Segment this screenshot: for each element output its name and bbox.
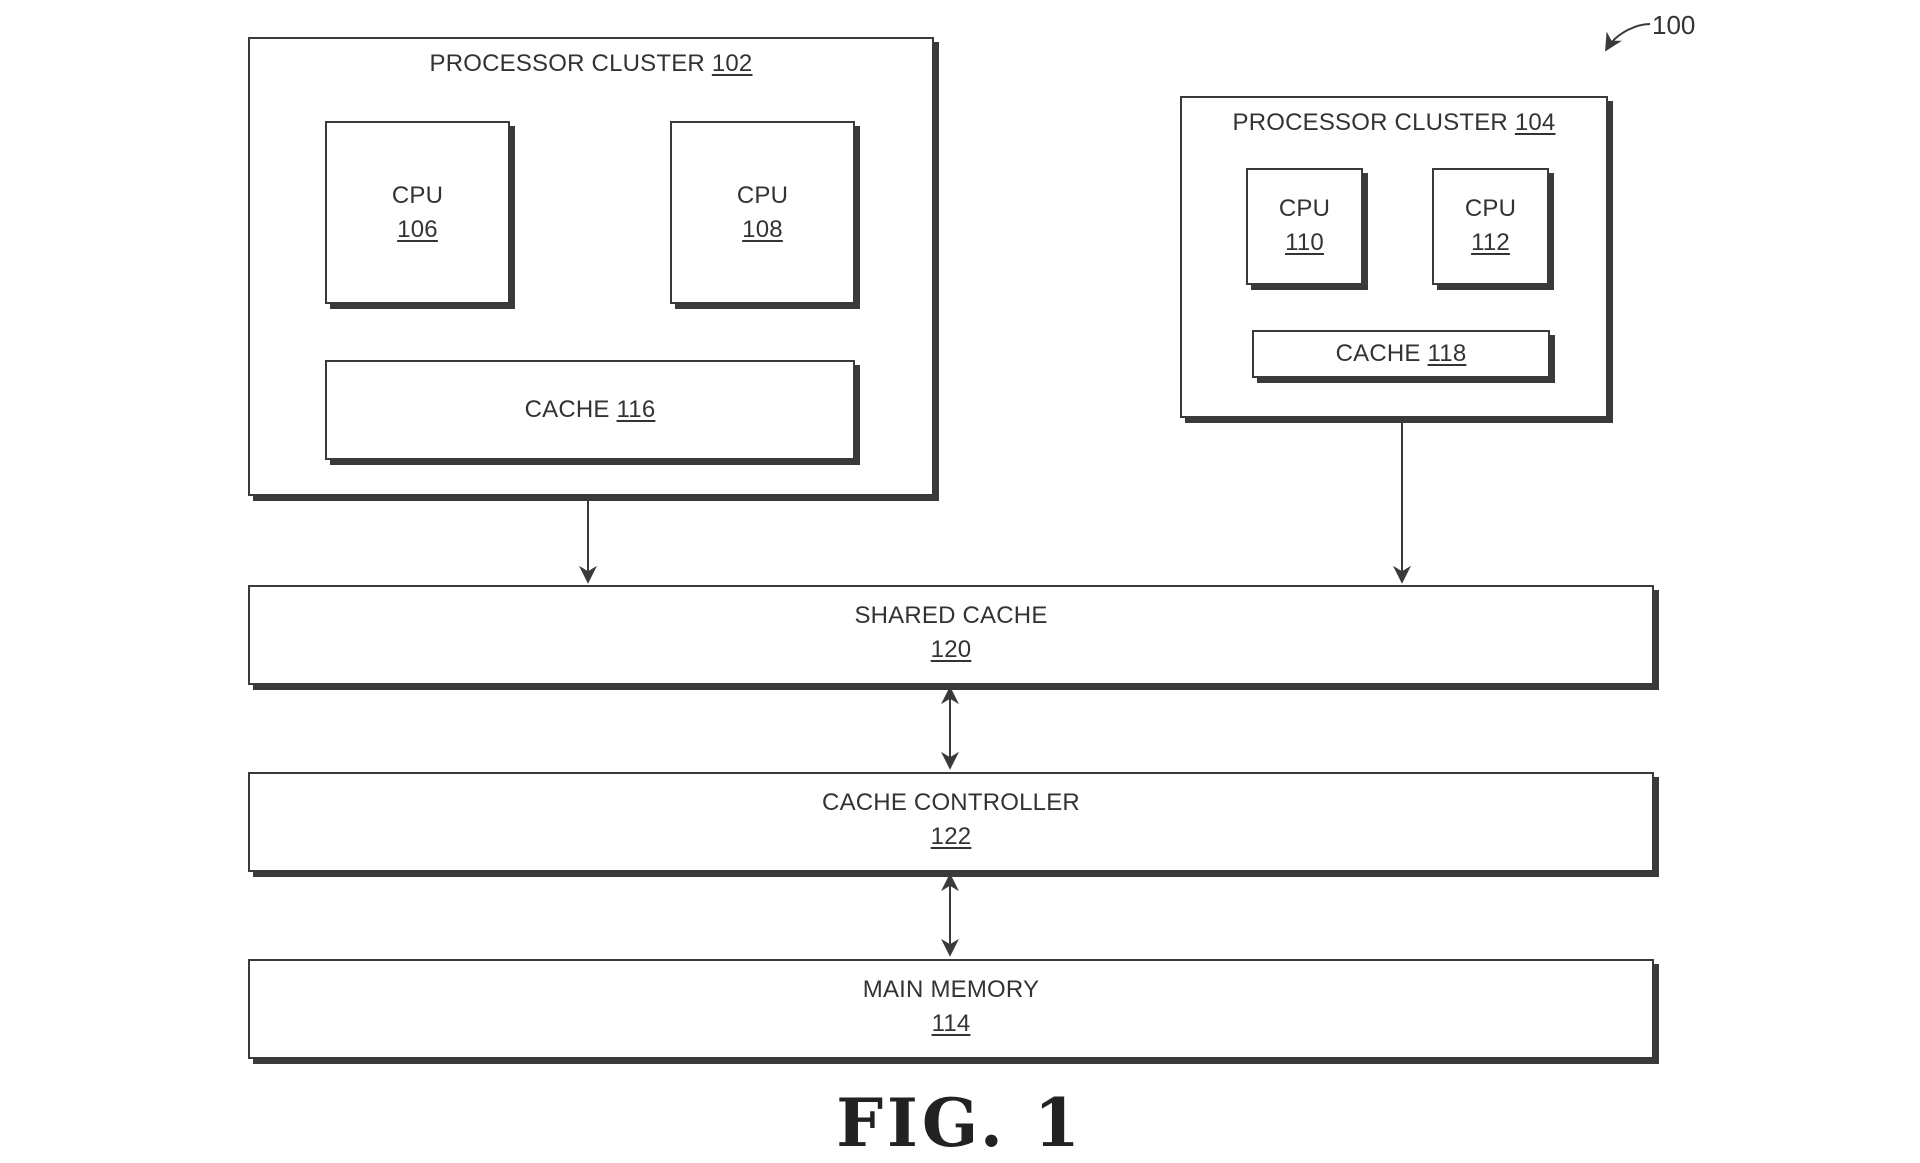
cpu-112-number: 112 — [1471, 229, 1510, 256]
cache-118-number: 118 — [1427, 340, 1467, 367]
cache-controller-name: CACHE CONTROLLER — [822, 789, 1080, 816]
shared-cache-120: SHARED CACHE 120 — [248, 585, 1654, 685]
cluster-104-label: PROCESSOR CLUSTER 104 — [1182, 106, 1606, 140]
cache-116-name: CACHE — [524, 396, 610, 423]
cache-118: CACHE 118 — [1252, 330, 1550, 378]
shared-cache-number: 120 — [930, 636, 972, 663]
cluster-104-number: 104 — [1514, 109, 1556, 136]
cpu-106-name: CPU — [391, 182, 444, 209]
cpu-108-name: CPU — [736, 182, 789, 209]
cluster-102-label: PROCESSOR CLUSTER 102 — [250, 47, 932, 81]
main-memory-114: MAIN MEMORY 114 — [248, 959, 1654, 1059]
cpu-110-number: 110 — [1285, 229, 1324, 256]
cache-116-label: CACHE 116 — [327, 393, 853, 427]
cache-controller-122: CACHE CONTROLLER 122 — [248, 772, 1654, 872]
cpu-108-number: 108 — [742, 216, 783, 243]
main-memory-name: MAIN MEMORY — [862, 976, 1040, 1003]
figure-reference-number: 100 — [1652, 10, 1696, 40]
cpu-112-name: CPU — [1464, 195, 1517, 222]
cpu-110-name: CPU — [1278, 195, 1331, 222]
cpu-110: CPU 110 — [1246, 168, 1363, 285]
cache-118-label: CACHE 118 — [1254, 337, 1548, 371]
figure-caption: FIG. 1 — [836, 1084, 1084, 1162]
cpu-106: CPU 106 — [325, 121, 510, 304]
cluster-102-number: 102 — [711, 50, 753, 77]
cache-controller-number: 122 — [930, 823, 972, 850]
cpu-112: CPU 112 — [1432, 168, 1549, 285]
cluster-104-name: PROCESSOR CLUSTER — [1232, 109, 1508, 136]
cpu-106-number: 106 — [397, 216, 438, 243]
cpu-108: CPU 108 — [670, 121, 855, 304]
cache-116-number: 116 — [616, 396, 656, 423]
main-memory-number: 114 — [931, 1010, 971, 1037]
cache-118-name: CACHE — [1335, 340, 1421, 367]
cache-116: CACHE 116 — [325, 360, 855, 460]
shared-cache-name: SHARED CACHE — [854, 602, 1048, 629]
cluster-102-name: PROCESSOR CLUSTER — [429, 50, 705, 77]
ref-leader-arrow — [1605, 23, 1651, 52]
